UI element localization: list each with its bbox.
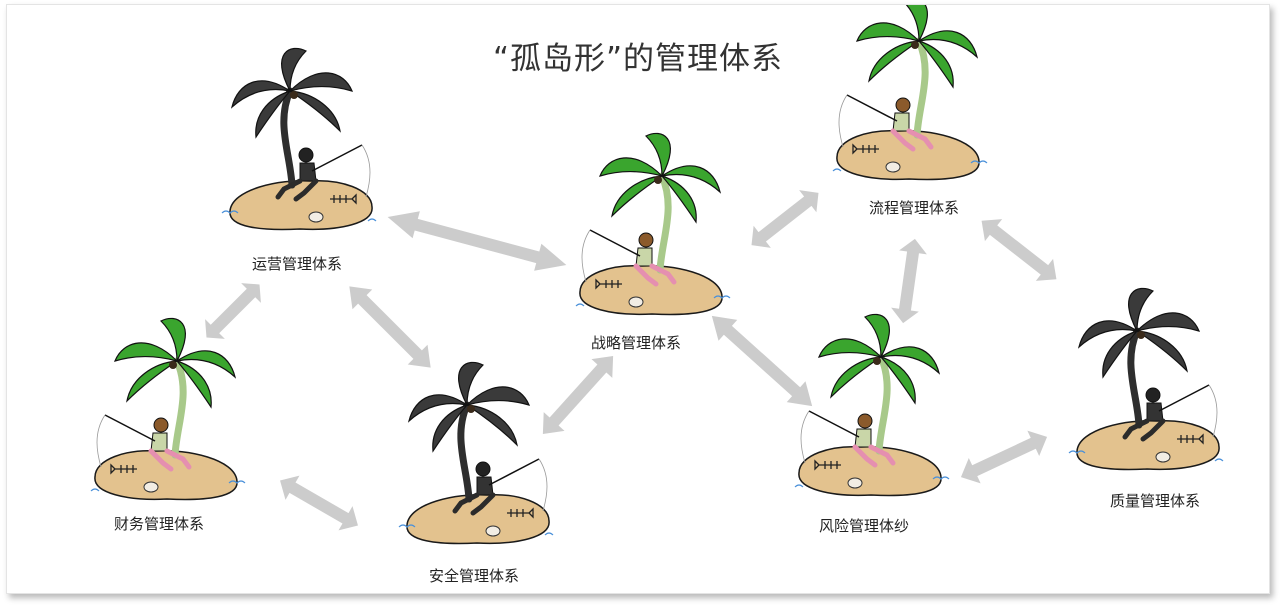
arrow-liucheng-zhiliang [972, 209, 1066, 291]
arrow-fengxian-zhiliang [955, 424, 1053, 490]
island-liucheng [832, 5, 988, 181]
arrow-zhanlue-fengxian [702, 305, 822, 417]
island-label-yunying: 运营管理体系 [251, 255, 343, 273]
diagram-frame: “孤岛形”的管理体系 运营管理体系财务管理体系安全管理体系 战略管理体系 流程管理体… [6, 4, 1270, 594]
island-fengxian [794, 313, 950, 497]
arrow-zhanlue-liucheng [742, 181, 828, 257]
islands-layer [90, 5, 1224, 545]
island-label-zhanlue: 战略管理体系 [590, 334, 682, 352]
diagram-title: “孤岛形”的管理体系 [492, 41, 784, 77]
island-caiwu [90, 317, 246, 501]
arrow-anquan-zhanlue [532, 346, 624, 444]
diagram-canvas [90, 5, 1224, 545]
island-yunying [221, 47, 377, 231]
arrow-liucheng-fengxian [889, 236, 929, 326]
arrow-yunying-anquan [339, 276, 441, 378]
island-label-caiwu: 财务管理体系 [113, 515, 205, 533]
island-label-zhiliang: 质量管理体系 [1109, 492, 1201, 510]
island-anquan [398, 361, 554, 545]
arrow-caiwu-anquan [273, 468, 365, 538]
island-zhiliang [1068, 287, 1224, 471]
island-label-fengxian: 风险管理体纱 [818, 517, 910, 535]
island-label-liucheng: 流程管理体系 [868, 199, 960, 217]
island-zhanlue [575, 132, 731, 316]
arrow-yunying-caiwu [196, 274, 270, 348]
arrow-yunying-zhanlue [384, 203, 570, 279]
island-label-anquan: 安全管理体系 [428, 567, 520, 585]
